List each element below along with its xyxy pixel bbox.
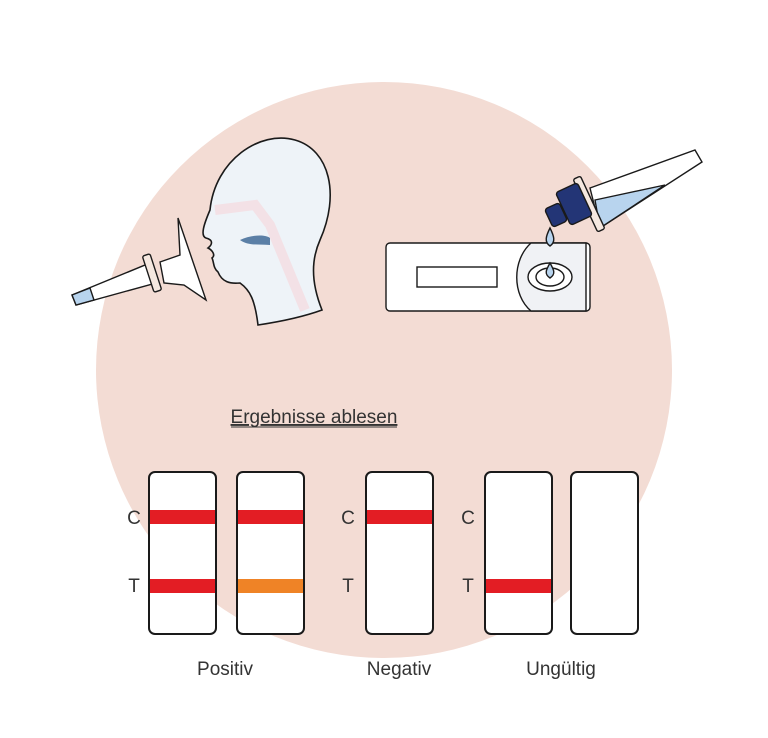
strip-invalid-1 bbox=[484, 471, 553, 635]
control-line bbox=[367, 510, 432, 524]
strip-positive-1 bbox=[148, 471, 217, 635]
results-title: Ergebnisse ablesen bbox=[231, 407, 398, 428]
label-invalid: Ungültig bbox=[526, 659, 596, 680]
strip-positive-2 bbox=[236, 471, 305, 635]
label-positive: Positiv bbox=[197, 659, 253, 680]
head-illustration bbox=[202, 137, 331, 326]
control-line bbox=[238, 510, 303, 524]
swab-illustration bbox=[71, 217, 208, 306]
t-label: T bbox=[342, 576, 354, 597]
t-label: T bbox=[128, 576, 140, 597]
c-label: C bbox=[461, 508, 475, 529]
label-negative: Negativ bbox=[367, 659, 432, 680]
t-label: T bbox=[462, 576, 474, 597]
test-line bbox=[486, 579, 551, 593]
strip-invalid-2 bbox=[570, 471, 639, 635]
dropper-illustration bbox=[544, 149, 703, 233]
c-label: C bbox=[341, 508, 355, 529]
strip-negative bbox=[365, 471, 434, 635]
test-line-faint bbox=[238, 579, 303, 593]
c-label: C bbox=[127, 508, 141, 529]
test-line bbox=[150, 579, 215, 593]
control-line bbox=[150, 510, 215, 524]
test-cassette-illustration bbox=[385, 226, 591, 312]
